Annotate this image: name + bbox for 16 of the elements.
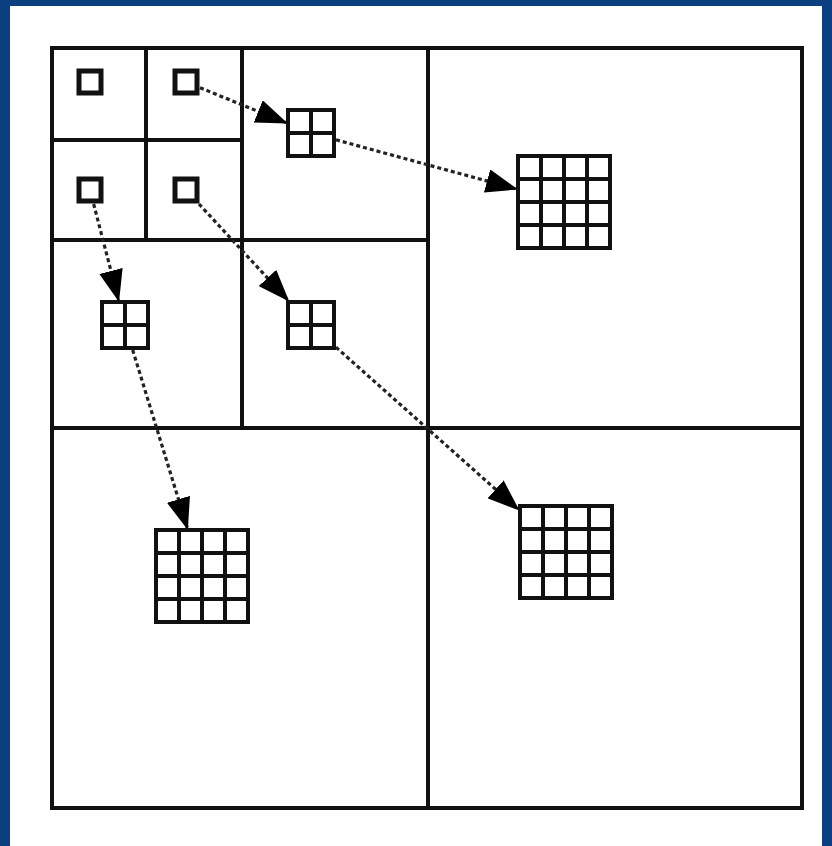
cell-square <box>76 176 104 204</box>
dotted-arrow <box>131 349 190 530</box>
cell-square <box>172 176 200 204</box>
dotted-arrow <box>199 86 288 125</box>
cell-grid <box>100 300 150 350</box>
dotted-arrow <box>92 203 123 302</box>
cell-square <box>76 68 104 96</box>
dotted-arrow <box>334 346 520 511</box>
cell-square <box>172 68 200 96</box>
dotted-arrow <box>335 138 518 193</box>
cell-grid <box>154 528 250 624</box>
dotted-arrow <box>197 202 290 302</box>
cell-grid <box>286 300 336 350</box>
cell-grid <box>516 154 612 250</box>
cell-grid <box>286 108 336 158</box>
cell-grid <box>518 504 614 600</box>
